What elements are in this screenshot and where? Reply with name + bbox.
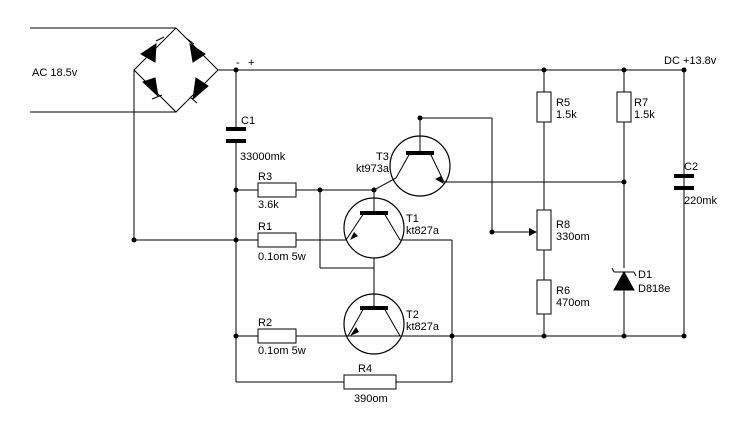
- label-r5-name: R5: [556, 97, 570, 109]
- label-r7-value: 1.5k: [634, 109, 655, 121]
- label-t3-value: kt973a: [356, 163, 390, 175]
- label-r8-value: 330om: [556, 231, 590, 243]
- resistor-r7: [616, 91, 632, 123]
- resistor-r8: [536, 209, 552, 251]
- zener-d1: [611, 267, 637, 291]
- label-r1-value: 0.1om 5w: [258, 251, 306, 263]
- label-r6-name: R6: [556, 285, 570, 297]
- label-r4-name: R4: [358, 363, 372, 375]
- label-dc-plus: +: [248, 57, 254, 69]
- bridge-diode-1: [140, 43, 157, 63]
- label-r2-name: R2: [258, 317, 272, 329]
- label-c1-value: 33000mk: [240, 151, 286, 163]
- label-dc-out: DC +13.8v: [664, 55, 717, 67]
- diode-bridge: [133, 27, 219, 113]
- resistor-r5: [536, 91, 552, 123]
- transistor-t3: [373, 118, 451, 197]
- resistor-r1: [257, 232, 297, 248]
- label-c2-value: 220mk: [684, 195, 718, 207]
- label-c2-name: C2: [684, 161, 698, 173]
- label-d1-value: D818e: [638, 283, 670, 295]
- transistor-t1: [343, 190, 405, 259]
- bridge-diode-4: [192, 77, 209, 101]
- label-r3-value: 3.6k: [258, 199, 279, 211]
- label-r2-value: 0.1om 5w: [258, 345, 306, 357]
- resistor-r3: [257, 182, 297, 198]
- label-t2-name: T2: [406, 309, 419, 321]
- label-r7-name: R7: [634, 97, 648, 109]
- label-t1-name: T1: [406, 213, 419, 225]
- capacitor-c2: [674, 174, 694, 190]
- wiring: [133, 69, 685, 383]
- label-c1-name: C1: [241, 115, 255, 127]
- label-t3-name: T3: [376, 151, 389, 163]
- label-r8-name: R8: [556, 219, 570, 231]
- label-t2-value: kt827a: [406, 321, 440, 333]
- resistor-r6: [536, 279, 552, 315]
- label-t1-value: kt827a: [406, 225, 440, 237]
- bridge-diode-2: [189, 42, 206, 63]
- resistor-r2: [257, 328, 297, 344]
- label-r1-name: R1: [258, 221, 272, 233]
- ac-input: [30, 27, 176, 113]
- junctions: [131, 67, 687, 339]
- label-r3-name: R3: [258, 171, 272, 183]
- label-ac: AC 18.5v: [32, 67, 78, 79]
- label-r6-value: 470om: [556, 297, 590, 309]
- capacitor-c1: [226, 127, 246, 143]
- label-d1-name: D1: [638, 269, 652, 281]
- bridge-diode-3: [142, 77, 159, 98]
- label-r4-value: 390om: [354, 393, 388, 405]
- label-dc-minus: -: [236, 57, 240, 69]
- transistor-t2: [343, 293, 452, 355]
- label-r5-value: 1.5k: [556, 109, 577, 121]
- r8-wiper-arrow: [529, 228, 537, 236]
- resistor-r4: [343, 374, 397, 390]
